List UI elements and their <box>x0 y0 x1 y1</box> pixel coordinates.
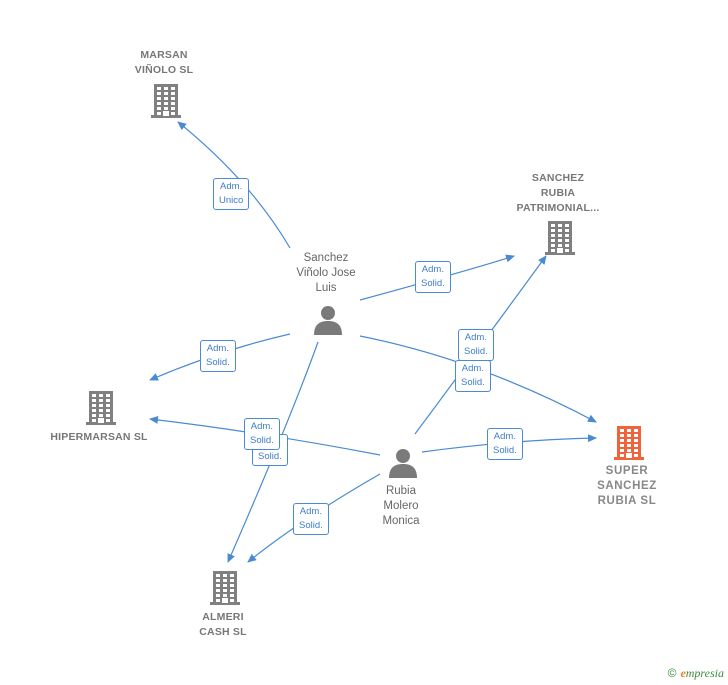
edge-label-sanchez_vinolo-to-sanchez_rubia_patrimonial[interactable]: Adm. Solid. <box>415 261 451 293</box>
brand-initial: e <box>680 666 686 680</box>
sanchez-rubia-patrimonial-label[interactable]: SANCHEZ RUBIA PATRIMONIAL... <box>516 172 600 214</box>
almeri-label[interactable]: ALMERI CASH SL <box>199 611 247 638</box>
almeri-building-icon[interactable] <box>210 569 240 610</box>
sanchez-rubia-patrimonial-building-icon[interactable] <box>545 219 575 260</box>
marsan-label[interactable]: MARSAN VIÑOLO SL <box>134 49 194 76</box>
super-sanchez-building-icon[interactable] <box>614 424 644 465</box>
edge-label-rubia_molero-to-hipermarsan[interactable]: Adm. Solid. <box>244 418 280 450</box>
brand-name: mpresia <box>685 666 724 680</box>
super-sanchez-label[interactable]: SUPER SANCHEZ RUBIA SL <box>597 465 657 507</box>
hipermarsan-label[interactable]: HIPERMARSAN SL <box>50 431 148 443</box>
sanchez-vinolo-person-icon[interactable] <box>314 305 342 340</box>
rubia-molero-label[interactable]: Rubia Molero Monica <box>382 485 420 527</box>
edge-label-sanchez_vinolo-to-marsan[interactable]: Adm. Unico <box>213 178 250 210</box>
copyright-symbol: © <box>667 666 677 680</box>
edge-label-rubia_molero-to-super_sanchez[interactable]: Adm. Solid. <box>487 428 523 460</box>
edge-sanchez_vinolo-to-sanchez_rubia_patrimonial <box>359 254 515 301</box>
rubia-molero-person-icon[interactable] <box>389 448 417 483</box>
edge-label-sanchez_vinolo-to-super_sanchez[interactable]: Adm. Solid. <box>455 360 491 392</box>
hipermarsan-building-icon[interactable] <box>86 389 116 430</box>
edge-label-rubia_molero-to-sanchez_rubia_patrimonial[interactable]: Adm. Solid. <box>458 329 494 361</box>
empresia-brand[interactable]: ©empresia <box>668 666 724 681</box>
marsan-building-icon[interactable] <box>151 82 181 123</box>
sanchez-vinolo-label[interactable]: Sanchez Viñolo Jose Luis <box>296 252 356 294</box>
edge-label-sanchez_vinolo-to-hipermarsan[interactable]: Adm. Solid. <box>200 340 236 372</box>
edge-label-rubia_molero-to-almeri[interactable]: Adm. Solid. <box>293 503 329 535</box>
